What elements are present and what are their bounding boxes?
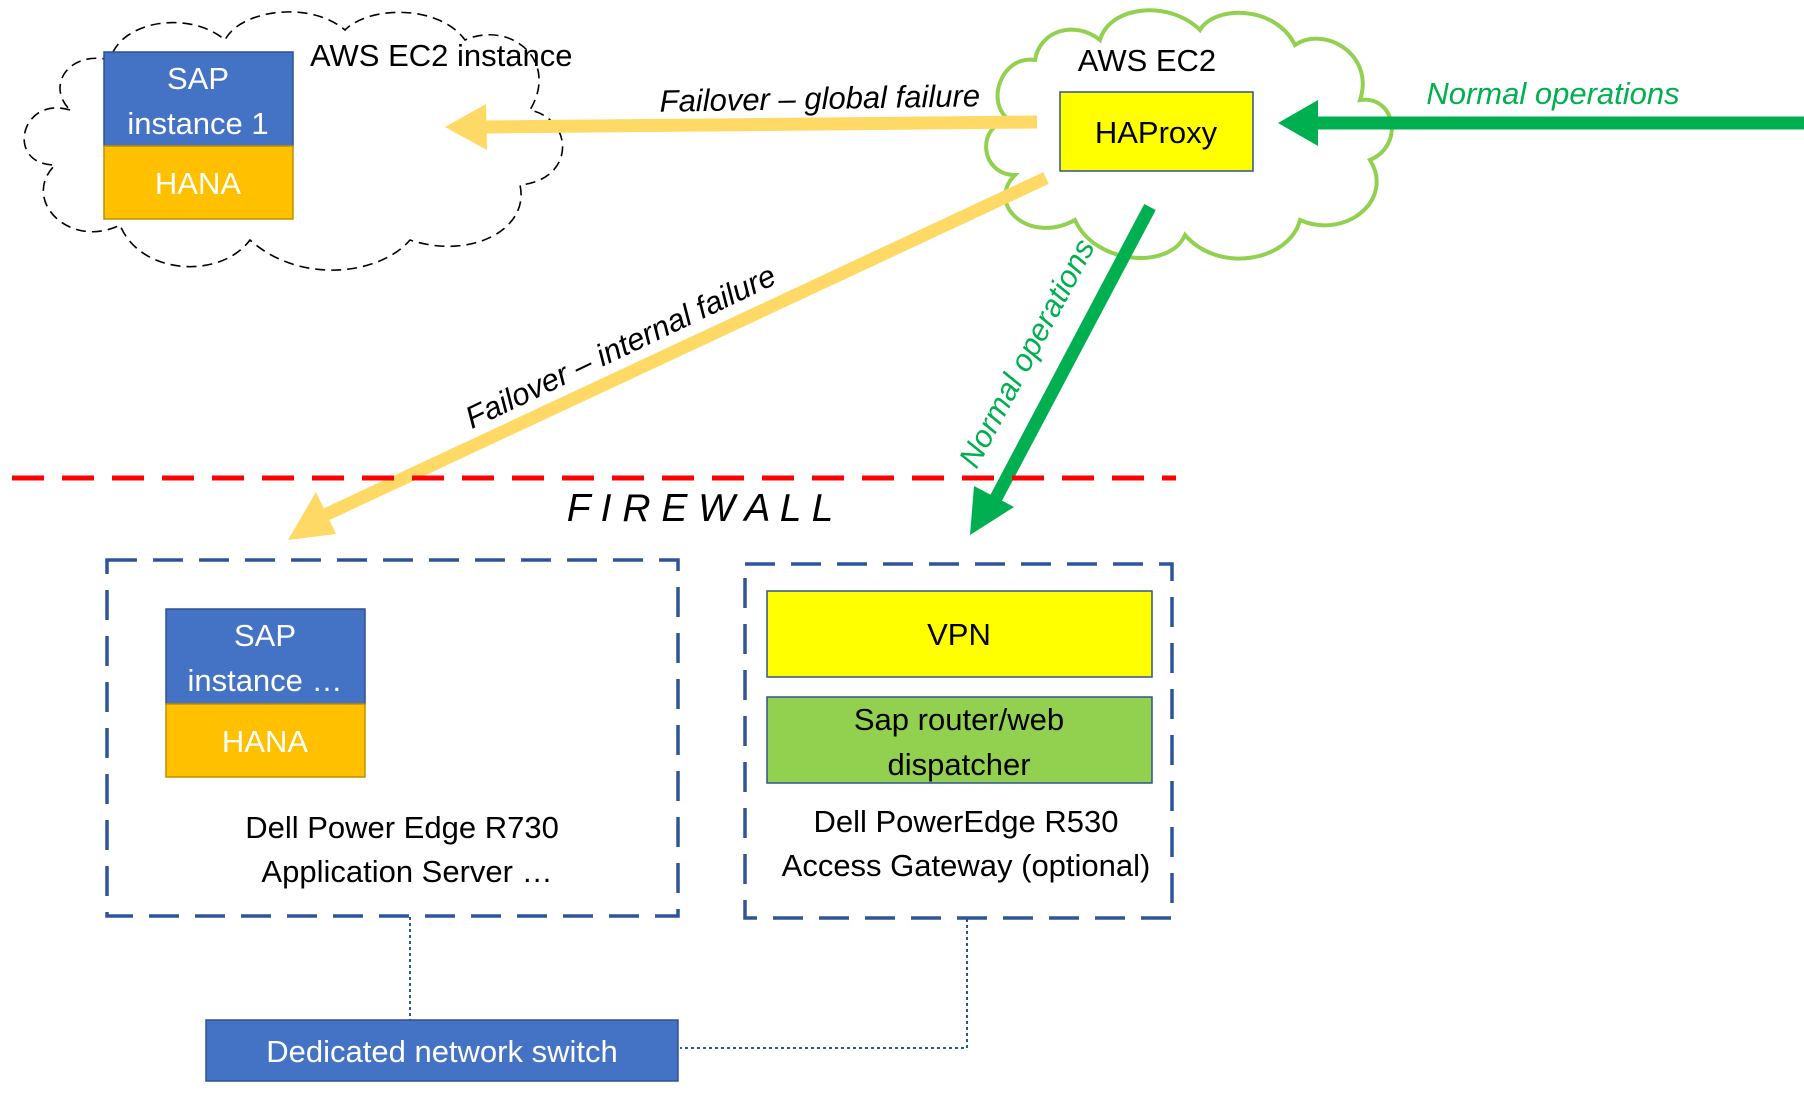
gateway-to-switch-link: [680, 919, 968, 1049]
gateway-frame: [743, 562, 1174, 920]
network-switch-label: Dedicated network switch: [266, 1034, 618, 1069]
failover-internal-arrow-shaft: [322, 172, 1049, 521]
app-server-caption-line1: Dell Power Edge R730: [245, 810, 559, 845]
app-hana-label: HANA: [222, 724, 308, 759]
aws-sap-line1: SAP: [167, 61, 229, 96]
app-server-frame: [105, 558, 680, 918]
aws-hana-box: [103, 145, 294, 220]
normal-ops-down-arrow-shaft: [989, 203, 1156, 504]
normal-ops-down-arrowhead: [970, 486, 1014, 535]
failover-global-label: Failover – global failure: [659, 78, 980, 119]
normal-ops-incoming-label: Normal operations: [1426, 76, 1679, 111]
failover-internal-arrowhead: [288, 492, 336, 540]
gateway-caption-line2: Access Gateway (optional): [782, 848, 1151, 883]
app-server-caption-line2: Application Server …: [261, 854, 552, 889]
sap-router-line1: Sap router/web: [854, 702, 1064, 737]
vpn-box: [766, 590, 1153, 678]
gateway-caption-line1: Dell PowerEdge R530: [813, 804, 1118, 839]
network-switch-box: [205, 1019, 679, 1082]
failover-global-arrow-shaft: [479, 115, 1038, 134]
sap-router-box: [766, 696, 1153, 784]
firewall-label: F I R E W A L L: [567, 487, 834, 530]
aws-sap-instance-box: [103, 51, 294, 147]
app-sap-line1: SAP: [234, 618, 296, 653]
app-sap-line2: instance …: [187, 663, 342, 698]
app-hana-box: [165, 703, 366, 778]
haproxy-box: [1059, 91, 1254, 172]
aws-ec2-title: AWS EC2: [1078, 43, 1216, 78]
aws-sap-line2: instance 1: [127, 106, 268, 141]
aws-instance-title: AWS EC2 instance: [310, 38, 572, 73]
failover-internal-label: Failover – internal failure: [460, 258, 781, 436]
haproxy-label: HAProxy: [1095, 115, 1218, 150]
normal-ops-incoming-arrowhead: [1278, 100, 1318, 146]
failover-global-arrowhead: [445, 104, 487, 150]
sap-router-line2: dispatcher: [887, 747, 1030, 782]
aws-hana-label: HANA: [155, 166, 241, 201]
vpn-label: VPN: [927, 617, 991, 652]
